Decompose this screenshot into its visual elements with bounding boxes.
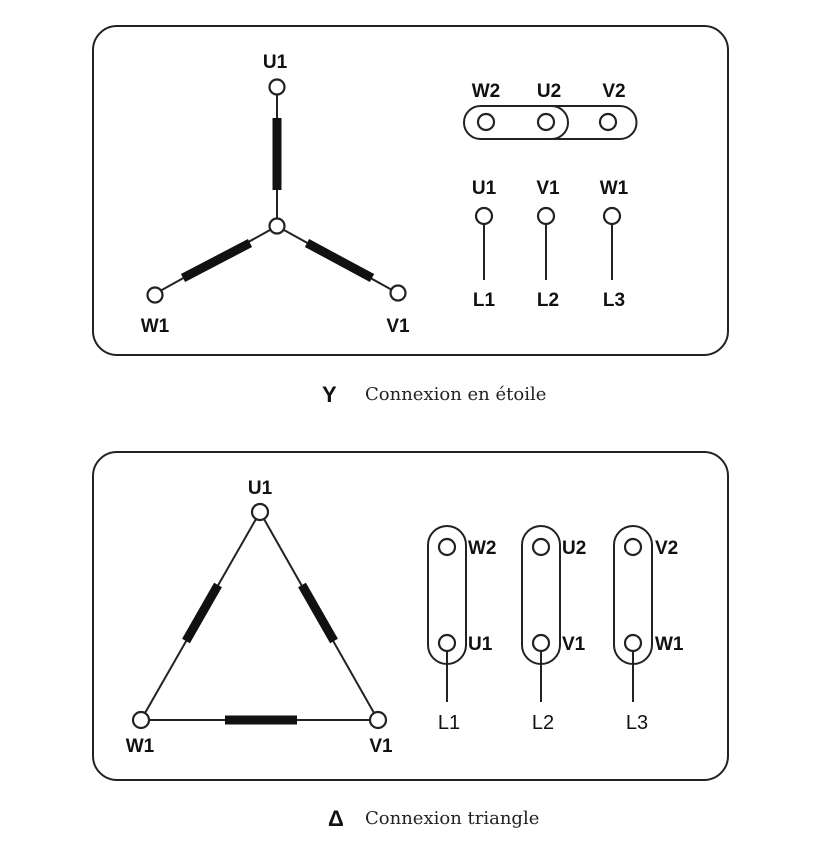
terminal-label-w1: W1 xyxy=(655,634,684,655)
terminal-label-u2: U2 xyxy=(562,538,586,559)
delta-caption: Connexion triangle xyxy=(365,808,539,829)
line-label-l2: L2 xyxy=(537,290,559,311)
terminal-v2 xyxy=(623,537,643,557)
terminal-label-v1: V1 xyxy=(536,178,560,199)
terminal-u2 xyxy=(531,537,551,557)
terminal-label-v2: V2 xyxy=(655,538,678,559)
label-v1: V1 xyxy=(386,316,410,337)
terminal-u1 xyxy=(474,206,494,226)
coil-v xyxy=(304,239,375,282)
line-label-l3: L3 xyxy=(603,290,625,311)
terminal-label-w2: W2 xyxy=(468,538,497,559)
delta-connection-panel: U1 W1 V1 W2 U2 V2 U1 V1 W1 L1 L2 L3 xyxy=(92,451,729,781)
label-u1: U1 xyxy=(263,52,288,73)
link-bar-u2-v2 xyxy=(546,105,638,140)
terminal-v1 xyxy=(536,206,556,226)
coil-w xyxy=(180,239,253,282)
node-u1 xyxy=(250,502,270,522)
terminal-label-u1: U1 xyxy=(468,634,493,655)
label-w1: W1 xyxy=(126,736,155,757)
terminal-label-v2: V2 xyxy=(602,81,625,102)
coil-right xyxy=(298,582,338,644)
terminal-w1 xyxy=(623,633,643,653)
terminal-v1 xyxy=(531,633,551,653)
label-u1: U1 xyxy=(248,478,273,499)
terminal-label-u1: U1 xyxy=(472,178,497,199)
terminal-label-u2: U2 xyxy=(537,81,561,102)
star-symbol: Y xyxy=(322,382,337,407)
terminal-w2 xyxy=(476,112,496,132)
terminal-label-v1: V1 xyxy=(562,634,586,655)
node-u1 xyxy=(268,78,286,96)
terminal-label-w2: W2 xyxy=(472,81,501,102)
label-w1: W1 xyxy=(141,316,170,337)
star-connection-panel: U1 W1 V1 W2 U2 V2 U1 V1 W1 L1 L2 L3 xyxy=(92,25,729,356)
line-label-l1: L1 xyxy=(473,290,496,311)
terminal-u2 xyxy=(536,112,556,132)
delta-panel-border xyxy=(92,451,729,781)
line-label-l1: L1 xyxy=(438,712,460,734)
terminal-v2 xyxy=(598,112,618,132)
delta-symbol: Δ xyxy=(328,806,344,831)
star-panel-border xyxy=(92,25,729,356)
line-label-l2: L2 xyxy=(532,712,554,734)
neutral-node xyxy=(268,217,286,235)
terminal-w1 xyxy=(602,206,622,226)
line-label-l3: L3 xyxy=(626,712,648,734)
node-w1 xyxy=(146,286,164,304)
coil-left xyxy=(182,582,222,644)
node-v1 xyxy=(368,710,388,730)
link-bar-w2-u2 xyxy=(463,105,569,140)
node-v1 xyxy=(389,284,407,302)
label-v1: V1 xyxy=(369,736,393,757)
terminal-label-w1: W1 xyxy=(600,178,629,199)
terminal-u1 xyxy=(437,633,457,653)
node-w1 xyxy=(131,710,151,730)
terminal-w2 xyxy=(437,537,457,557)
star-caption: Connexion en étoile xyxy=(365,384,546,405)
